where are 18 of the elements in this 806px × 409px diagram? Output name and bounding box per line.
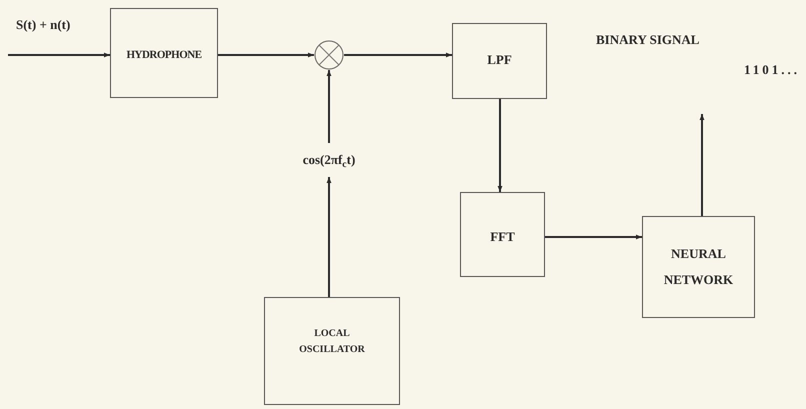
arrow [218, 52, 314, 58]
arrow [700, 114, 704, 216]
output-label: BINARY SIGNAL [596, 31, 700, 49]
process-box: HYDROPHONE [110, 8, 218, 98]
arrow [545, 234, 642, 240]
arrow [8, 52, 110, 58]
edge-label: S(t) + n(t) [16, 16, 70, 34]
output-value: 1101... [744, 60, 800, 78]
arrow [326, 177, 332, 297]
signal-label: cos(2πf$_{c}$t) [282, 143, 376, 177]
arrow [498, 99, 502, 192]
process-box: FFT [460, 192, 545, 277]
process-box: LPF [452, 23, 547, 99]
process-box: NEURAL NETWORK [642, 216, 755, 318]
process-box: LOCAL OSCILLATOR [264, 297, 400, 405]
arrow [326, 70, 332, 143]
arrow [344, 52, 452, 58]
multiplier-symbol [314, 40, 344, 70]
